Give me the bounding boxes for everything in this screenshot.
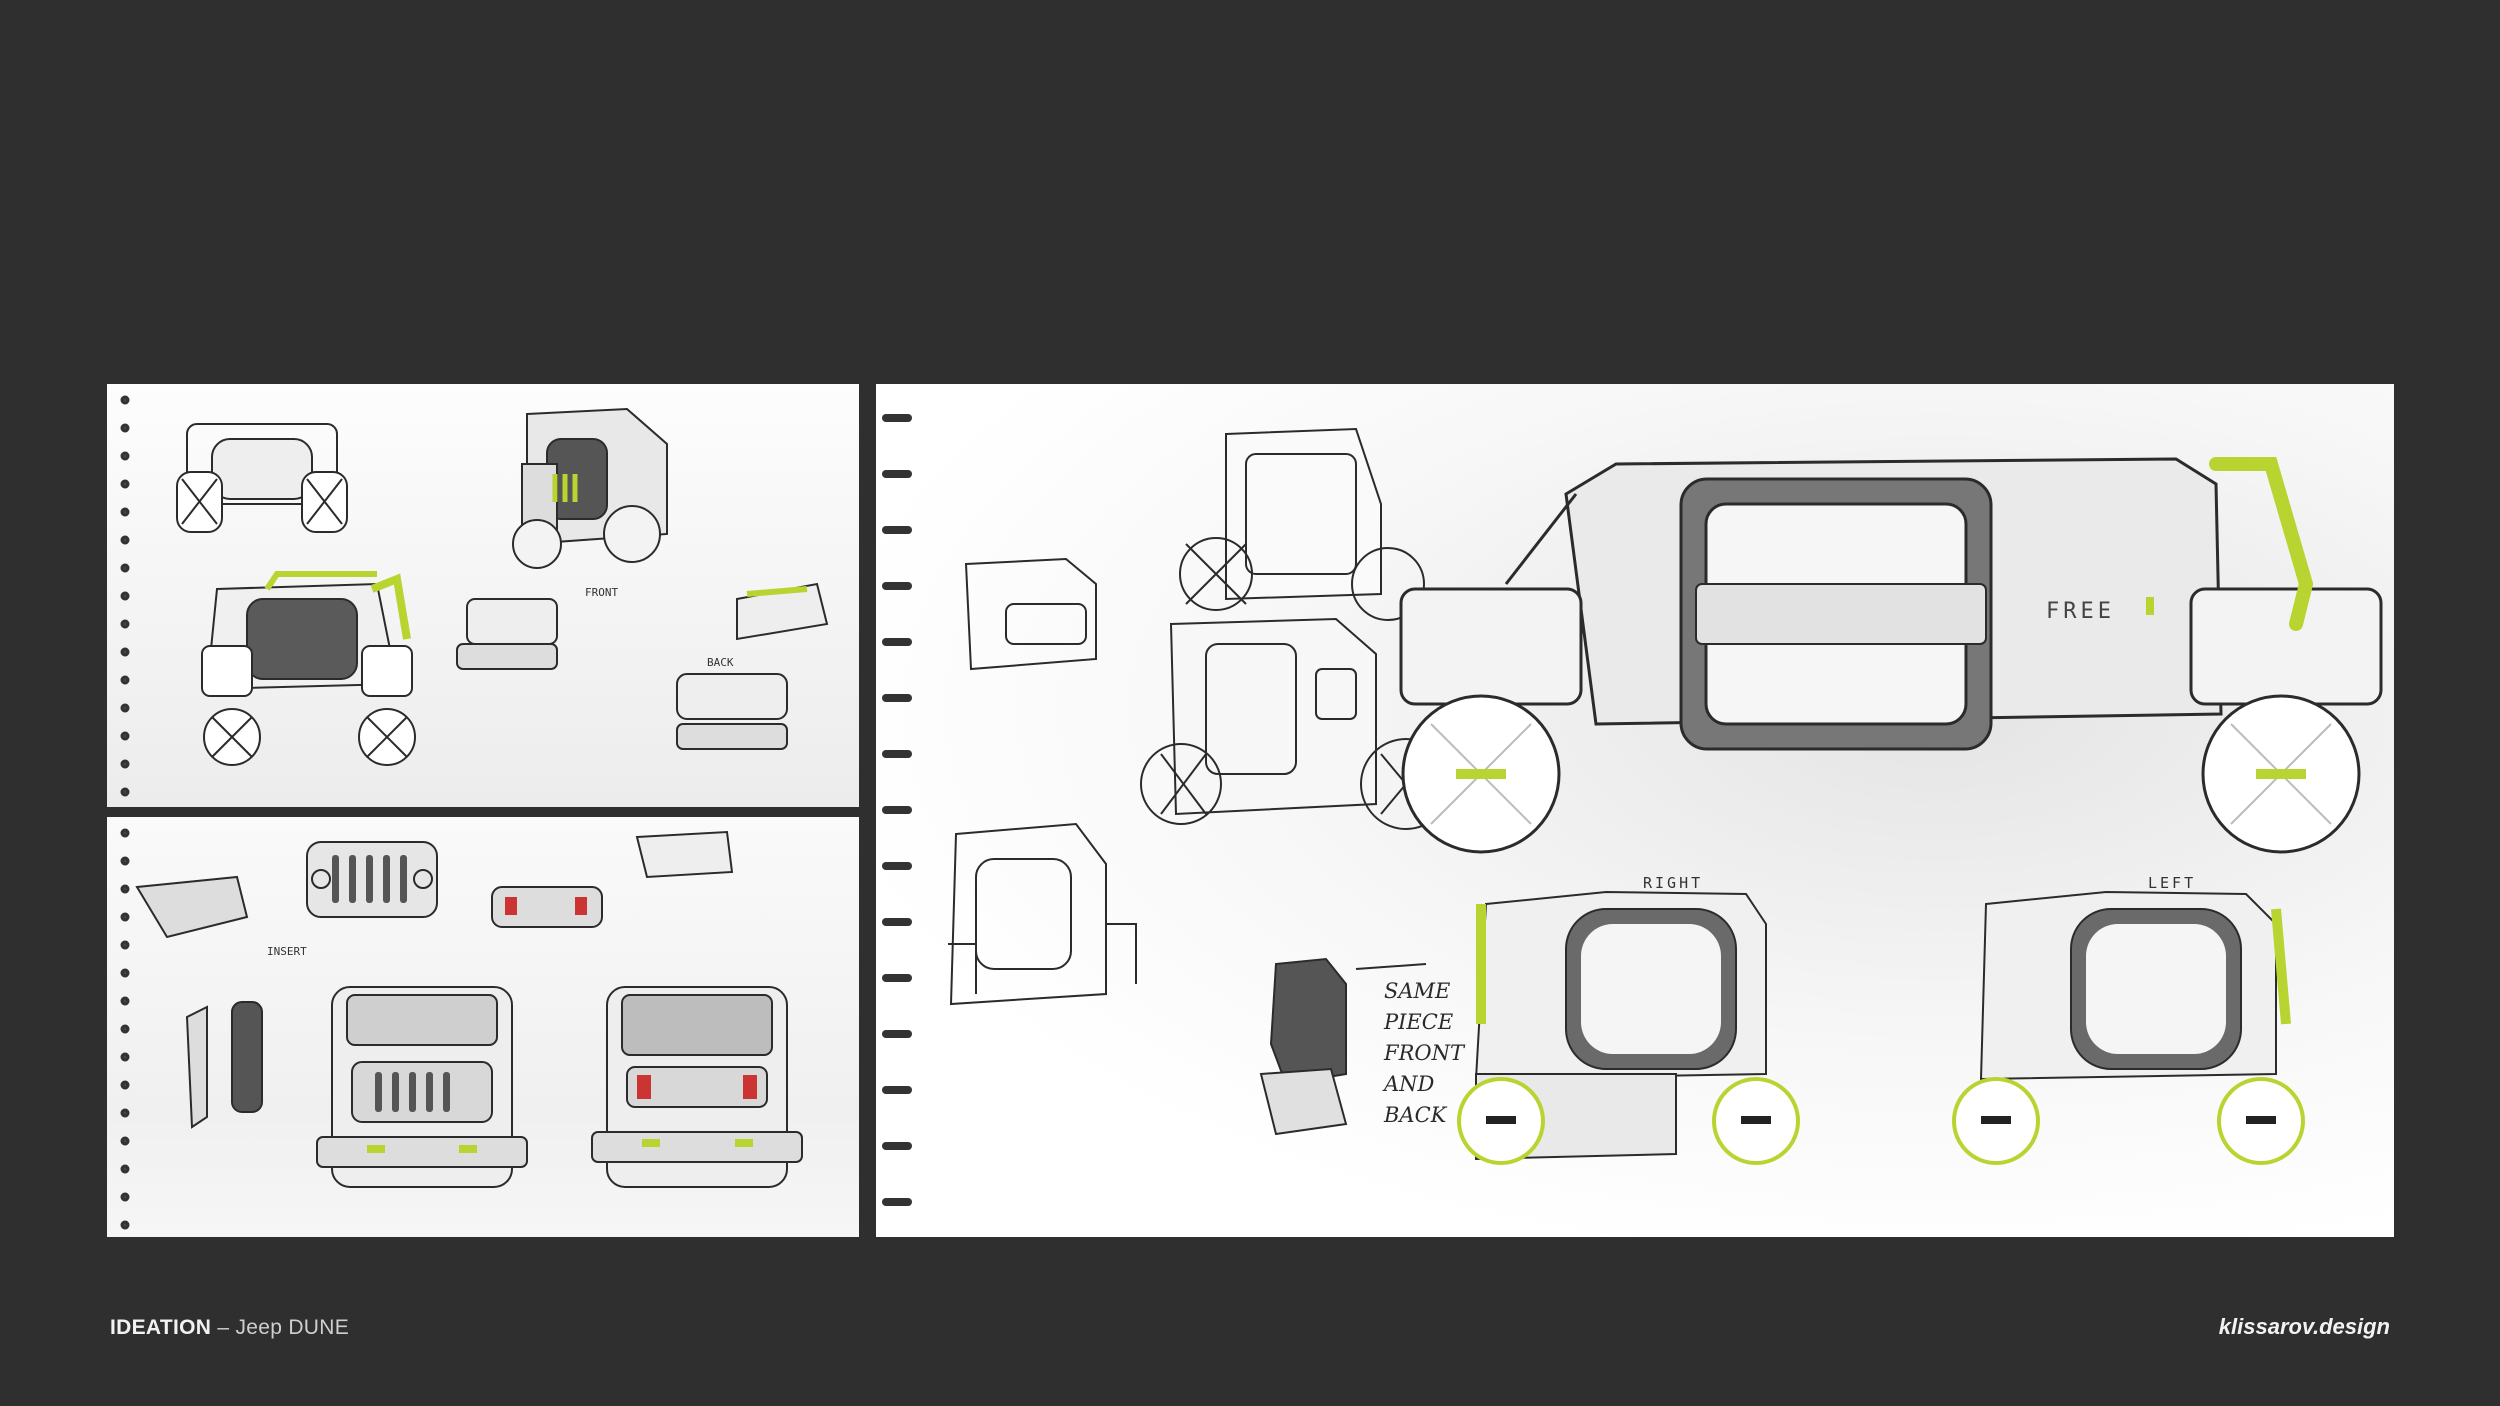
footer-caption: IDEATION – Jeep DUNE bbox=[110, 1316, 349, 1340]
brand-label: klissarov.design bbox=[2218, 1314, 2390, 1339]
spiral-binding bbox=[882, 414, 912, 1206]
hero-vehicle-side-view bbox=[1399, 457, 2383, 854]
shared-part-sketch bbox=[1259, 957, 1427, 1136]
vehicle-front-rear-sketches bbox=[185, 986, 803, 1188]
vehicle-sketch-three-quarter bbox=[512, 407, 668, 569]
separator: – bbox=[217, 1316, 230, 1339]
sketch-sheet-right: FREE bbox=[876, 384, 2394, 1237]
sketch-drawings: INSERT bbox=[120, 828, 803, 1230]
vehicle-sketch-rear bbox=[176, 423, 348, 533]
label-front: FRONT bbox=[585, 586, 618, 599]
label-back: BACK bbox=[707, 656, 734, 669]
sketch-sheet-top-left: FRONT BACK bbox=[107, 384, 859, 807]
part-sketches bbox=[456, 582, 829, 750]
project-title: Jeep DUNE bbox=[235, 1316, 350, 1339]
label-right: RIGHT bbox=[1643, 874, 1704, 892]
door-text: FREE bbox=[2046, 599, 2115, 624]
spiral-binding bbox=[120, 828, 130, 1230]
spiral-binding bbox=[120, 395, 130, 797]
grille-sketch bbox=[135, 830, 734, 939]
side-view-right bbox=[1457, 890, 1800, 1165]
construction-sketches bbox=[948, 427, 1452, 1006]
label-left: LEFT bbox=[2148, 874, 2197, 892]
note-same-piece: SAME PIECE FRONT AND BACK bbox=[1384, 979, 1464, 1127]
side-view-left bbox=[1952, 890, 2305, 1165]
sketch-drawings: FRONT BACK bbox=[120, 395, 829, 797]
label-insert: INSERT bbox=[267, 945, 307, 958]
sketch-sheet-bottom-left: INSERT bbox=[107, 817, 859, 1237]
vehicle-sketch-side bbox=[201, 571, 416, 766]
sketch-drawings: FREE bbox=[882, 414, 2383, 1206]
section-title: IDEATION bbox=[110, 1316, 212, 1339]
